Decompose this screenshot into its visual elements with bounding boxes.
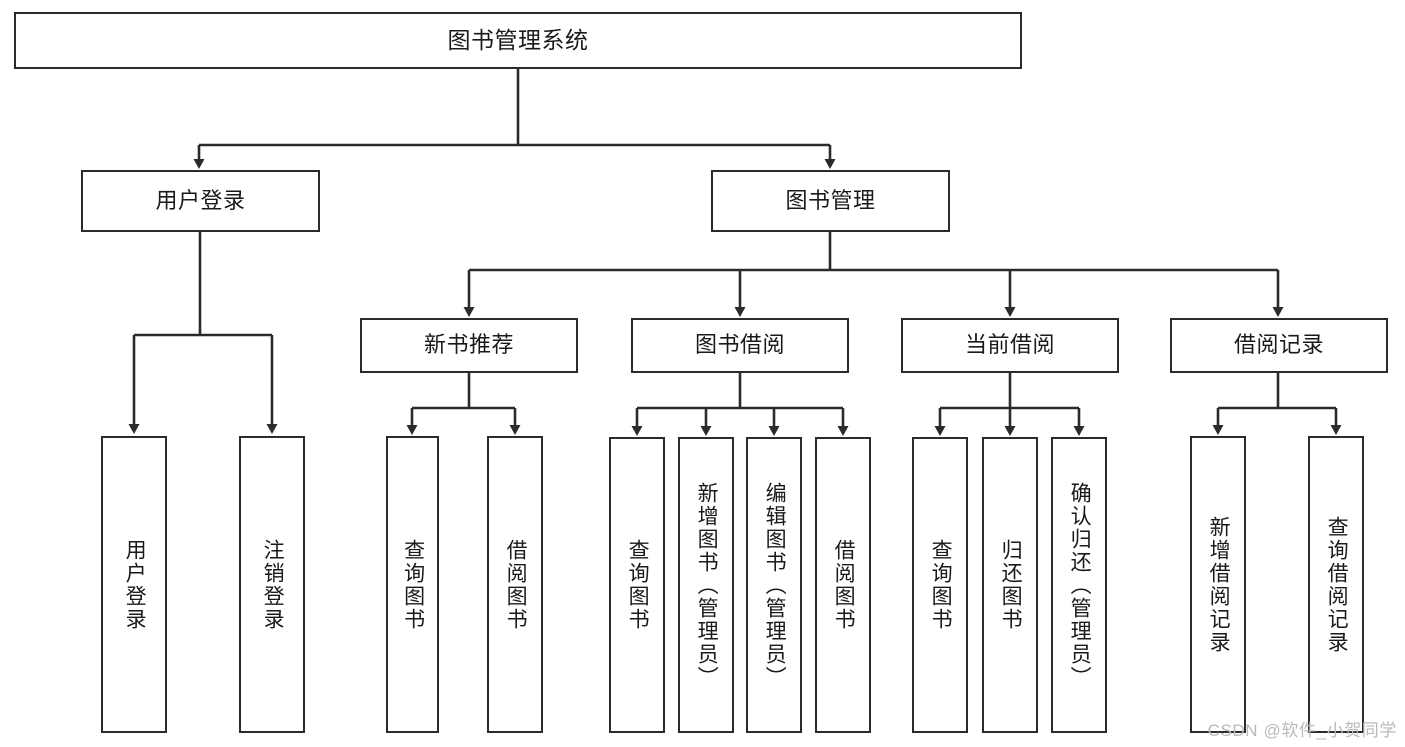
node-new-book-recommend-label: 新书推荐: [423, 332, 514, 358]
leaf-user-login-label: 用户登录: [123, 538, 147, 631]
leaf-user-login[interactable]: 用户登录: [101, 436, 167, 733]
node-user-login-label: 用户登录: [155, 187, 246, 213]
leaf-confirm-return-admin-label: 确认归还（管理员）: [1068, 481, 1092, 689]
node-user-login[interactable]: 用户登录: [81, 170, 320, 232]
leaf-edit-book-admin[interactable]: 编辑图书（管理员）: [746, 437, 802, 733]
leaf-recommend-borrow-book[interactable]: 借阅图书: [487, 436, 543, 733]
node-book-borrow-label: 图书借阅: [694, 332, 785, 358]
leaf-borrow-query-book[interactable]: 查询图书: [609, 437, 665, 733]
leaf-edit-book-admin-label: 编辑图书（管理员）: [763, 481, 787, 689]
leaf-borrow-book-label: 借阅图书: [832, 539, 856, 631]
leaf-current-query-book[interactable]: 查询图书: [912, 437, 968, 733]
node-borrow-record-label: 借阅记录: [1233, 332, 1324, 358]
leaf-current-query-book-label: 查询图书: [929, 539, 953, 631]
leaf-add-book-admin[interactable]: 新增图书（管理员）: [678, 437, 734, 733]
leaf-borrow-query-book-label: 查询图书: [626, 539, 650, 631]
node-book-management[interactable]: 图书管理: [711, 170, 950, 232]
leaf-borrow-book[interactable]: 借阅图书: [815, 437, 871, 733]
node-root[interactable]: 图书管理系统: [14, 12, 1022, 69]
leaf-recommend-borrow-book-label: 借阅图书: [504, 538, 528, 631]
node-current-borrow[interactable]: 当前借阅: [901, 318, 1119, 373]
node-root-label: 图书管理系统: [447, 26, 589, 53]
node-new-book-recommend[interactable]: 新书推荐: [360, 318, 578, 373]
leaf-query-borrow-record[interactable]: 查询借阅记录: [1308, 436, 1364, 733]
node-book-borrow[interactable]: 图书借阅: [631, 318, 849, 373]
node-borrow-record[interactable]: 借阅记录: [1170, 318, 1388, 373]
leaf-add-borrow-record[interactable]: 新增借阅记录: [1190, 436, 1246, 733]
leaf-add-book-admin-label: 新增图书（管理员）: [695, 481, 719, 689]
leaf-query-borrow-record-label: 查询借阅记录: [1325, 515, 1349, 654]
leaf-user-logout[interactable]: 注销登录: [239, 436, 305, 733]
leaf-return-book[interactable]: 归还图书: [982, 437, 1038, 733]
leaf-user-logout-label: 注销登录: [261, 538, 285, 631]
leaf-add-borrow-record-label: 新增借阅记录: [1207, 515, 1231, 654]
leaf-recommend-query-book[interactable]: 查询图书: [386, 436, 439, 733]
node-current-borrow-label: 当前借阅: [964, 332, 1055, 358]
leaf-confirm-return-admin[interactable]: 确认归还（管理员）: [1051, 437, 1107, 733]
leaf-recommend-query-book-label: 查询图书: [401, 538, 425, 631]
node-book-management-label: 图书管理: [785, 187, 876, 213]
leaf-return-book-label: 归还图书: [999, 539, 1023, 631]
